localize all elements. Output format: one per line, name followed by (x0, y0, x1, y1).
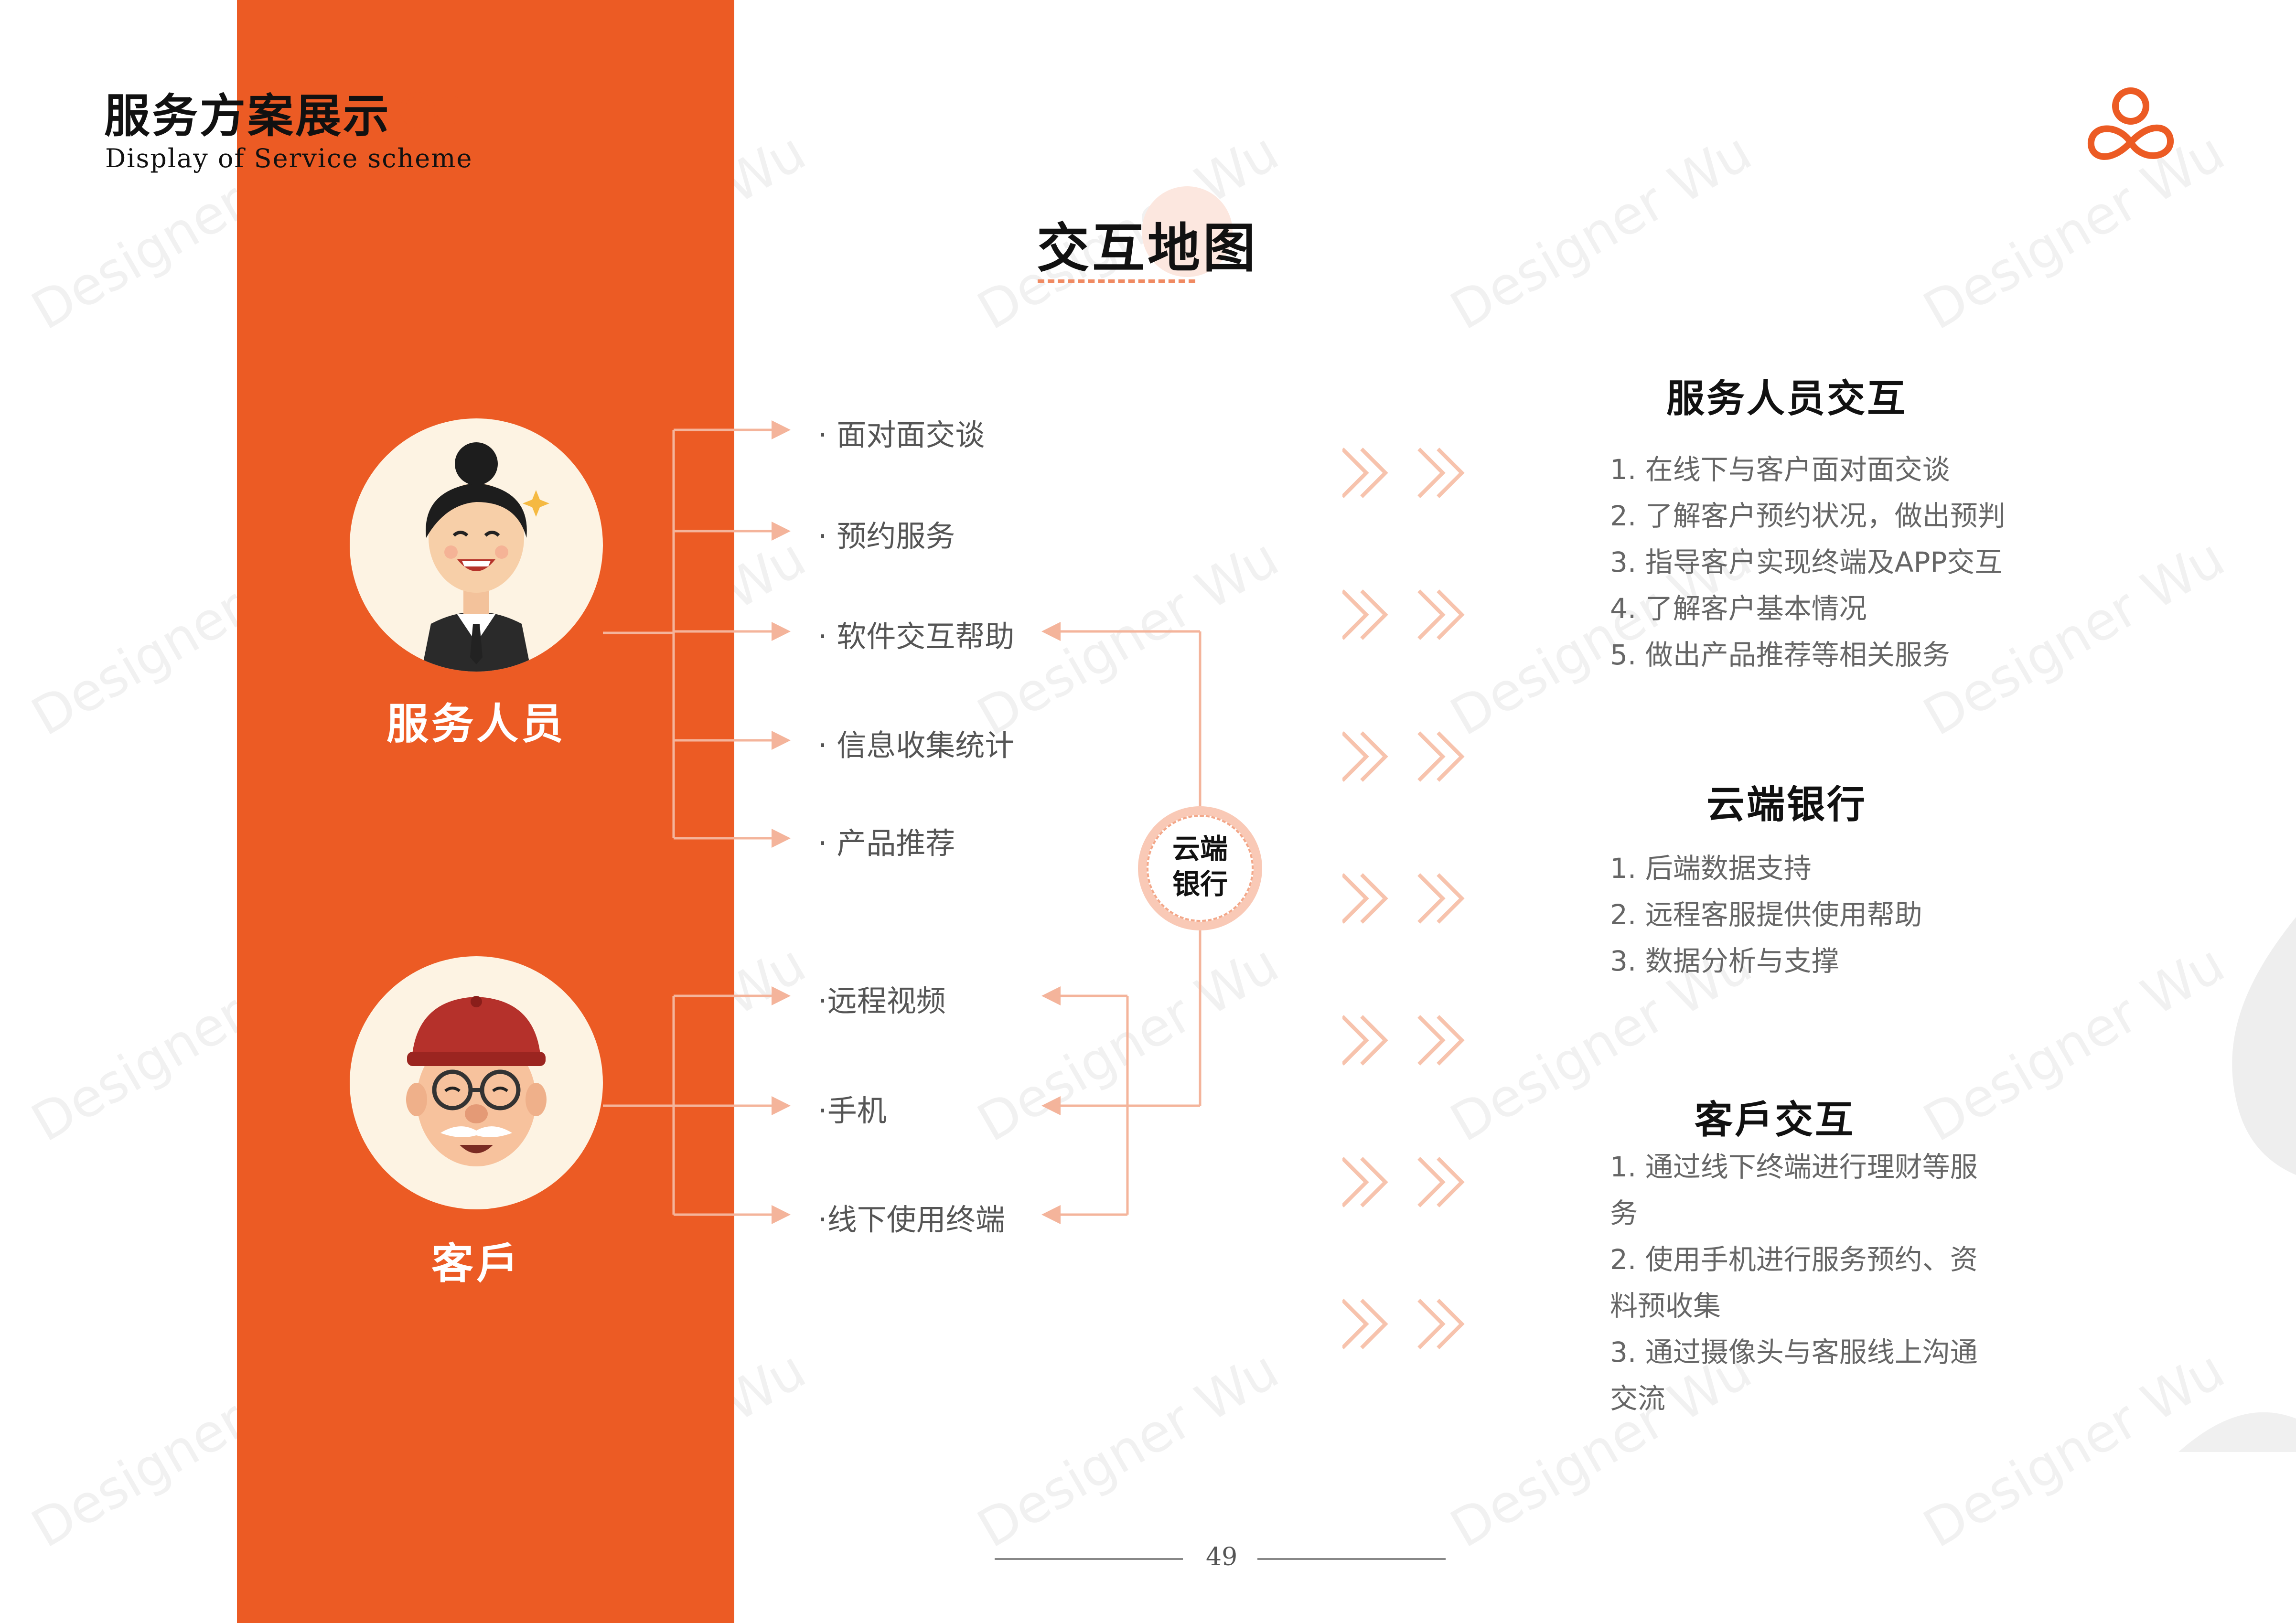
section-item: 2. 远程客服提供使用帮助 (1610, 898, 1922, 931)
double-circle-icon (400, 92, 464, 128)
section-item: 1. 后端数据支持 (1610, 852, 1812, 885)
customer-label: 客戶 (431, 1239, 521, 1288)
orange-band (237, 0, 734, 1623)
staff-item: · 信息收集统计 (818, 728, 1015, 763)
staff-item: · 面对面交谈 (818, 417, 985, 452)
section-item: 3. 指导客户实现终端及APP交互 (1610, 546, 2003, 578)
customer-item: ·手机 (818, 1093, 887, 1128)
double-chevron-icon (1342, 1157, 1465, 1207)
header-subtitle: Display of Service scheme (105, 143, 473, 173)
staff-item: · 软件交互帮助 (818, 619, 1015, 654)
customer-illustration-icon (406, 996, 547, 1166)
section-list-cloud: 1. 后端数据支持 2. 远程客服提供使用帮助 3. 数据分析与支撑 (1610, 845, 2030, 984)
customer-item: ·远程视频 (818, 983, 946, 1018)
staff-item: · 预约服务 (818, 519, 955, 554)
section-list-staff: 1. 在线下与客户面对面交谈 2. 了解客户预约状况，做出预判 3. 指导客户实… (1610, 447, 2030, 678)
customer-avatar (350, 956, 603, 1209)
section-item: 3. 数据分析与支撑 (1610, 945, 1839, 977)
double-chevron-icon (1342, 873, 1465, 924)
cloud-bank-node-inner (1147, 815, 1254, 922)
section-item: 3. 通过摄像头与客服线上沟通交流 (1610, 1336, 1978, 1415)
double-chevron-icon (1342, 1015, 1465, 1066)
double-chevron-icon (1342, 1299, 1465, 1349)
page-number: 49 (1206, 1543, 1238, 1571)
section-item: 1. 通过线下终端进行理财等服务 (1610, 1151, 1978, 1229)
staff-item: · 产品推荐 (818, 826, 955, 861)
section-item: 5. 做出产品推荐等相关服务 (1610, 639, 1950, 671)
main-title: 交互地图 (1037, 217, 1258, 279)
double-chevron-icon (1342, 448, 1465, 498)
staff-illustration-icon (421, 442, 549, 672)
section-title-customer: 客戶交互 (1695, 1097, 1855, 1142)
section-item: 1. 在线下与客户面对面交谈 (1610, 453, 1950, 486)
section-item: 2. 使用手机进行服务预约、资料预收集 (1610, 1243, 1978, 1322)
section-title-staff: 服务人员交互 (1666, 376, 1907, 421)
section-item: 4. 了解客户基本情况 (1610, 592, 1867, 625)
title-accent-circle (1142, 186, 1233, 277)
footer-line-right (1257, 1558, 1446, 1560)
section-item: 2. 了解客户预约状况，做出预判 (1610, 500, 2006, 532)
chevron-column (1342, 448, 1465, 1349)
customer-item: ·线下使用终端 (818, 1202, 1005, 1237)
title-underline (1038, 279, 1195, 283)
decorative-swash-icon (2178, 917, 2296, 1452)
cloud-bank-line1: 云端 (1172, 833, 1228, 865)
cloud-bank-node-label: 云端 银行 (1147, 831, 1254, 902)
staff-label: 服务人员 (386, 699, 566, 748)
header-title: 服务方案展示 (104, 89, 391, 143)
trefoil-logo-icon (2088, 87, 2174, 160)
double-chevron-icon (1342, 589, 1465, 640)
double-chevron-icon (1342, 731, 1465, 782)
section-title-cloud: 云端银行 (1706, 782, 1867, 827)
section-list-customer: 1. 通过线下终端进行理财等服务 2. 使用手机进行服务预约、资料预收集 3. … (1610, 1144, 1997, 1422)
staff-avatar (350, 418, 603, 672)
cloud-bank-line2: 银行 (1172, 868, 1228, 900)
footer-line-left (995, 1558, 1183, 1560)
